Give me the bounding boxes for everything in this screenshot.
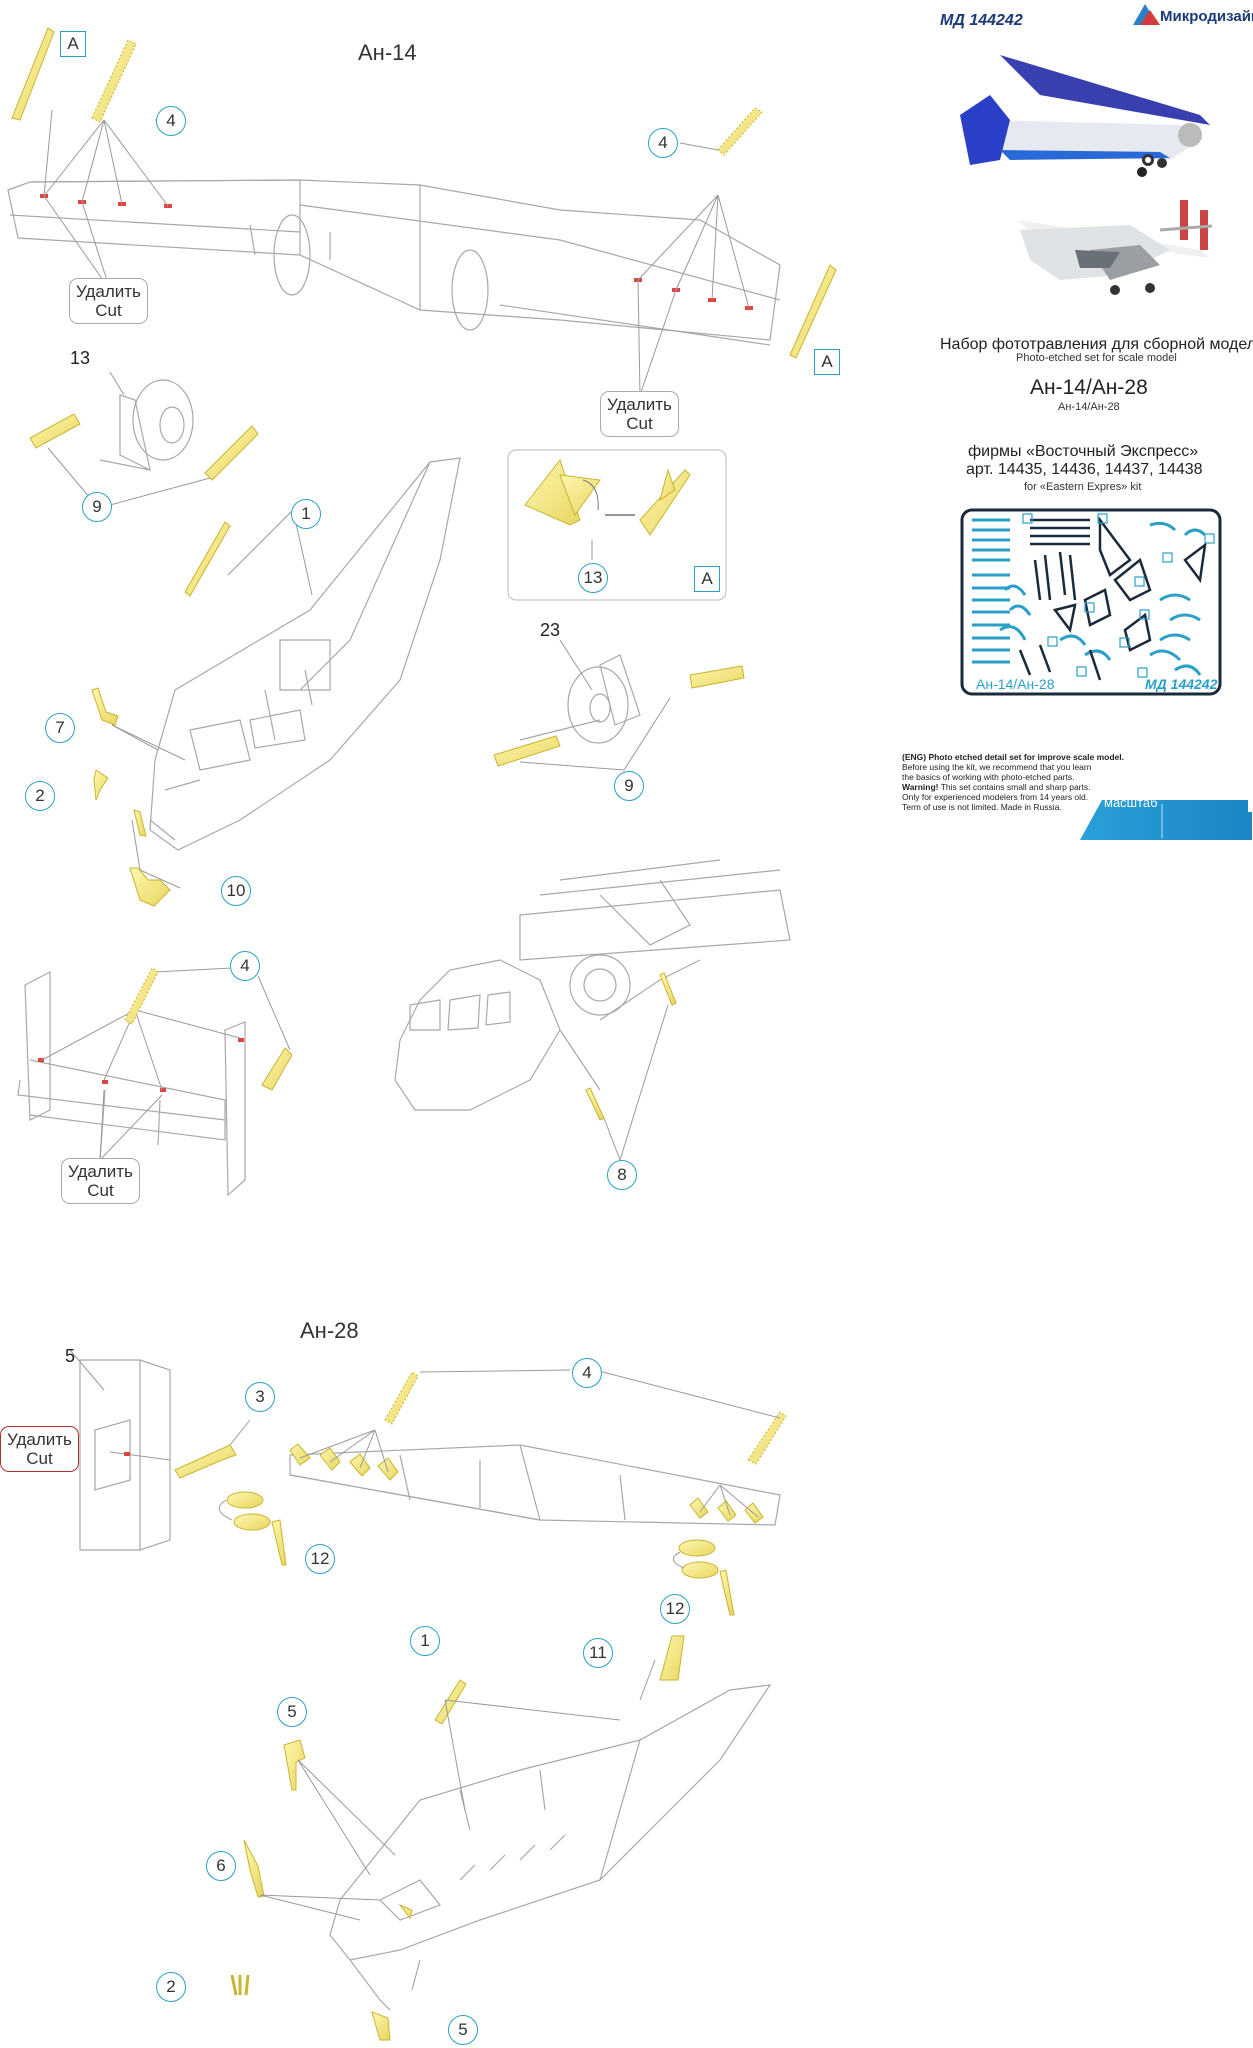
- an14-gear-13: [99, 379, 194, 472]
- an28-wing: [289, 1444, 781, 1526]
- cut-instruction: Удалить Cut: [61, 1158, 140, 1204]
- callout-1: 1: [410, 1626, 440, 1656]
- warning-label: Warning!: [902, 782, 939, 792]
- callout-12: 12: [660, 1594, 690, 1624]
- set-title-ru: Набор фототравления для сборной модели: [940, 336, 1253, 353]
- cut-label-en: Cut: [87, 1181, 114, 1200]
- warning-text: (ENG) Photo etched detail set for improv…: [902, 752, 1124, 812]
- an28-fuselage: [329, 1684, 772, 2011]
- an14-section-title: Ан-14: [358, 40, 417, 65]
- cut-label-en: Cut: [95, 301, 122, 320]
- callout-4: 4: [648, 128, 678, 158]
- an14-blade-parts: [11, 27, 837, 359]
- an28-section-title: Ан-28: [300, 1318, 359, 1343]
- cut-label-en: Cut: [626, 414, 653, 433]
- cut-label-ru: Удалить: [7, 1430, 72, 1449]
- callout-3: 3: [245, 1382, 275, 1412]
- callout-5-plain: 5: [65, 1346, 76, 1366]
- frame-marker-a: A: [60, 31, 86, 57]
- callout-7: 7: [45, 713, 75, 743]
- brand-name: Микродизайн: [1160, 8, 1253, 25]
- callout-1: 1: [291, 499, 321, 529]
- callout-9: 9: [614, 771, 644, 801]
- firm-ru: фирмы «Восточный Экспресс»: [968, 443, 1199, 460]
- an28-part-12: [226, 1491, 735, 1616]
- an28-rudder: [79, 1359, 171, 1551]
- callout-2: 2: [25, 781, 55, 811]
- callout-5: 5: [277, 1697, 307, 1727]
- cut-instruction: Удалить Cut: [69, 278, 148, 324]
- callout-11: 11: [583, 1638, 613, 1668]
- frame-marker-a: A: [694, 566, 720, 592]
- scale-label-en: scale: [1142, 782, 1173, 797]
- cut-instruction: Удалить Cut: [600, 391, 679, 437]
- callout-4: 4: [156, 106, 186, 136]
- frame-marker-a: A: [814, 349, 840, 375]
- callout-8: 8: [607, 1160, 637, 1190]
- callout-4: 4: [230, 951, 260, 981]
- warning-line-6: Term of use is not limited. Made in Russ…: [902, 802, 1062, 812]
- an14-wing-leaders: [43, 109, 750, 396]
- warning-line-1: (ENG) Photo etched detail set for improv…: [902, 752, 1124, 762]
- an14-fuselage-parts: [91, 521, 231, 907]
- scale-value: 1:144: [1168, 781, 1221, 804]
- model-name-small: Ан-14/Ан-28: [1058, 401, 1120, 413]
- scale-label-ru: масштаб: [1104, 795, 1158, 810]
- callout-5: 5: [448, 2015, 478, 2045]
- an14-tube-parts: [29, 413, 259, 481]
- cut-label-ru: Удалить: [76, 282, 141, 301]
- an14-fuselage: [149, 457, 461, 851]
- model-name: Ан-14/Ан-28: [1030, 376, 1148, 399]
- callout-13: 13: [578, 563, 608, 593]
- warning-line-4: This set contains small and sharp parts.: [938, 782, 1091, 792]
- fret-label-code: МД 144242: [1145, 676, 1218, 692]
- callout-13-plain: 13: [70, 348, 91, 368]
- callout-10: 10: [221, 876, 251, 906]
- callout-23-plain: 23: [540, 620, 561, 640]
- cut-instruction: Удалить Cut: [0, 1426, 79, 1472]
- cut-label-ru: Удалить: [68, 1162, 133, 1181]
- warning-line-2: Before using the kit, we recommend that …: [902, 762, 1092, 772]
- firm-en: for «Eastern Expres» kit: [1024, 481, 1142, 493]
- an14-gear-23: [519, 654, 641, 744]
- warning-line-3: the basics of working with photo-etched …: [902, 772, 1075, 782]
- scale-band: [1080, 800, 1252, 840]
- an14-photo: [1018, 200, 1213, 295]
- inset-13-box: [507, 449, 727, 601]
- cut-label-ru: Удалить: [607, 395, 672, 414]
- cut-label-en: Cut: [26, 1449, 53, 1468]
- callout-4: 4: [572, 1358, 602, 1388]
- article-numbers: арт. 14435, 14436, 14437, 14438: [966, 461, 1203, 478]
- callout-9: 9: [82, 492, 112, 522]
- set-title-en: Photo-etched set for scale model: [1016, 352, 1177, 364]
- callout-2: 2: [156, 1972, 186, 2002]
- callout-12: 12: [305, 1544, 335, 1574]
- photo-etch-fret: [960, 508, 1222, 696]
- fret-label-model: Ан-14/Ан-28: [976, 676, 1055, 692]
- an14-front-view: [394, 859, 791, 1111]
- product-code: МД 144242: [940, 12, 1023, 29]
- an14-wing-drawing: [7, 179, 781, 346]
- callout-6: 6: [206, 1851, 236, 1881]
- an28-photo: [960, 55, 1210, 177]
- brand-logo: [1133, 4, 1160, 25]
- warning-line-5: Only for experienced modelers from 14 ye…: [902, 792, 1089, 802]
